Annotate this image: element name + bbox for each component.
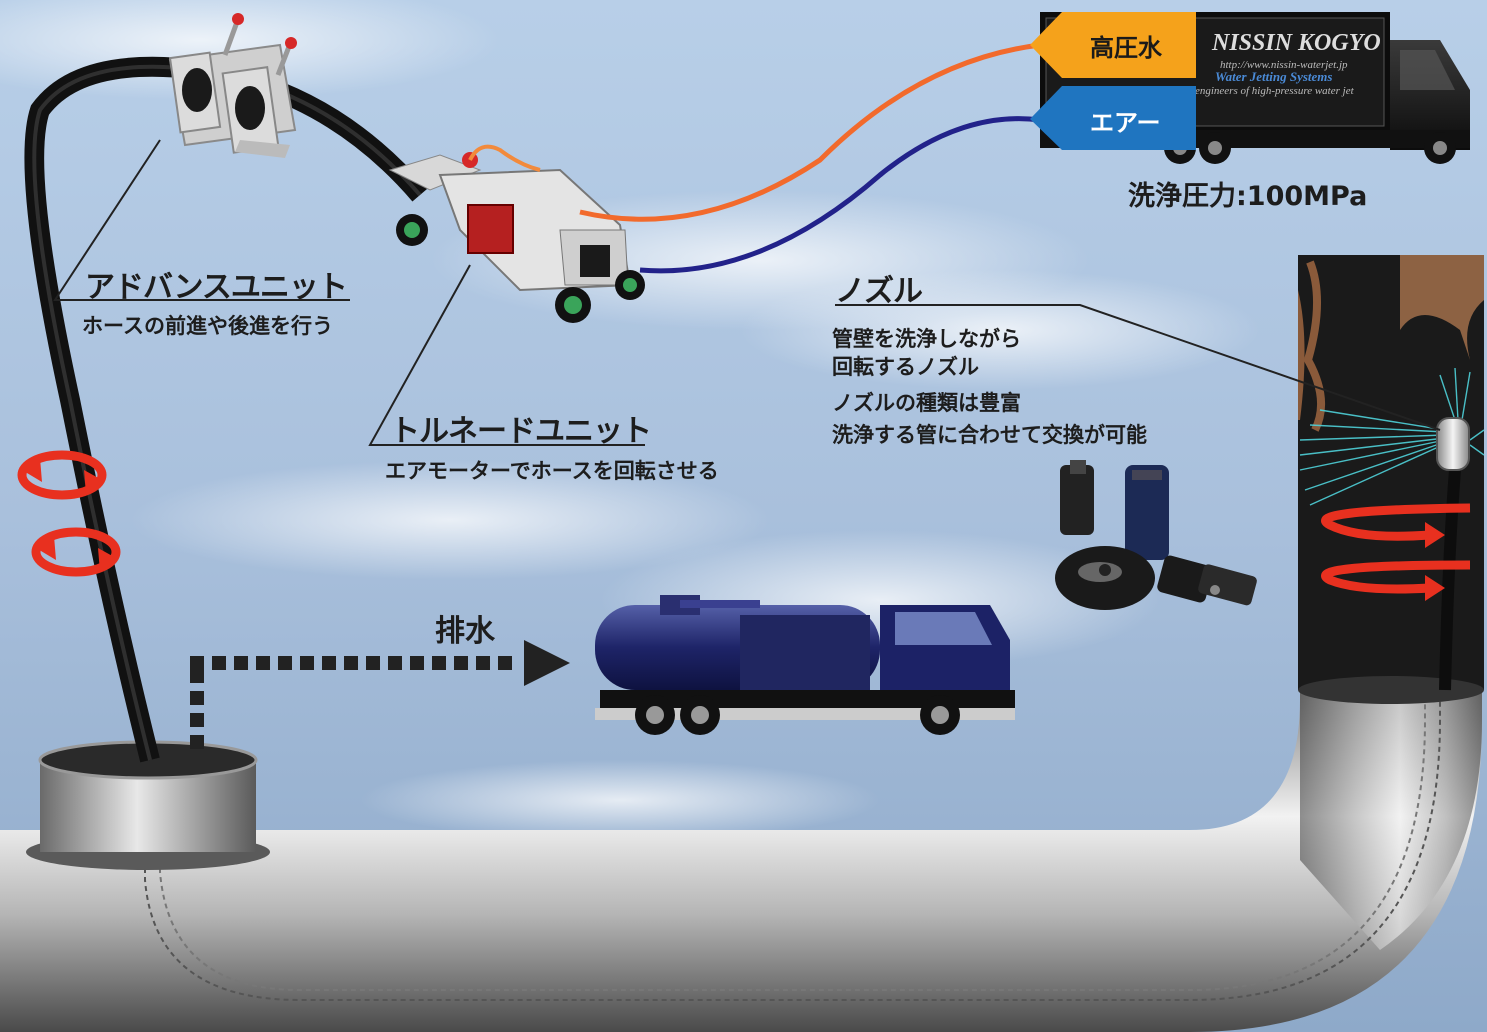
- tornado-unit-machine: [388, 144, 645, 323]
- advance-unit-title: アドバンスユニット: [85, 270, 348, 305]
- truck-url: http://www.nissin-waterjet.jp: [1220, 59, 1348, 71]
- advance-unit-machine: [168, 13, 297, 158]
- nozzle-desc-2: 回転するノズル: [832, 355, 979, 379]
- truck-brand: NISSIN KOGYO: [1211, 30, 1381, 56]
- nozzle-tip: [1436, 417, 1470, 471]
- nozzle-title: ノズル: [835, 274, 923, 309]
- nozzle-desc-4: 洗浄する管に合わせて交換が可能: [832, 423, 1147, 447]
- nozzle-desc-1: 管壁を洗浄しながら: [832, 327, 1021, 351]
- pressure-label: 洗浄圧力:100MPa: [1128, 181, 1368, 212]
- tornado-unit-title: トルネードユニット: [390, 414, 652, 449]
- air-tag-shape: [1030, 86, 1196, 150]
- advance-unit-desc: ホースの前進や後進を行う: [82, 314, 333, 338]
- nozzle-variety-image: [1055, 460, 1257, 610]
- truck-line3: An engineers of high-pressure water jet: [1179, 85, 1355, 97]
- truck-line2: Water Jetting Systems: [1215, 69, 1332, 84]
- drain-arrow: [190, 640, 570, 749]
- water-tag-shape: [1030, 12, 1196, 78]
- rotation-arrows: [17, 450, 121, 577]
- water-label: 高圧水: [1090, 34, 1162, 62]
- vacuum-truck: [595, 595, 1015, 735]
- air-label: エアー: [1090, 109, 1161, 137]
- drain-label: 排水: [435, 614, 495, 649]
- tornado-unit-desc: エアモーターでホースを回転させる: [385, 459, 719, 483]
- nozzle-desc-3: ノズルの種類は豊富: [832, 391, 1021, 415]
